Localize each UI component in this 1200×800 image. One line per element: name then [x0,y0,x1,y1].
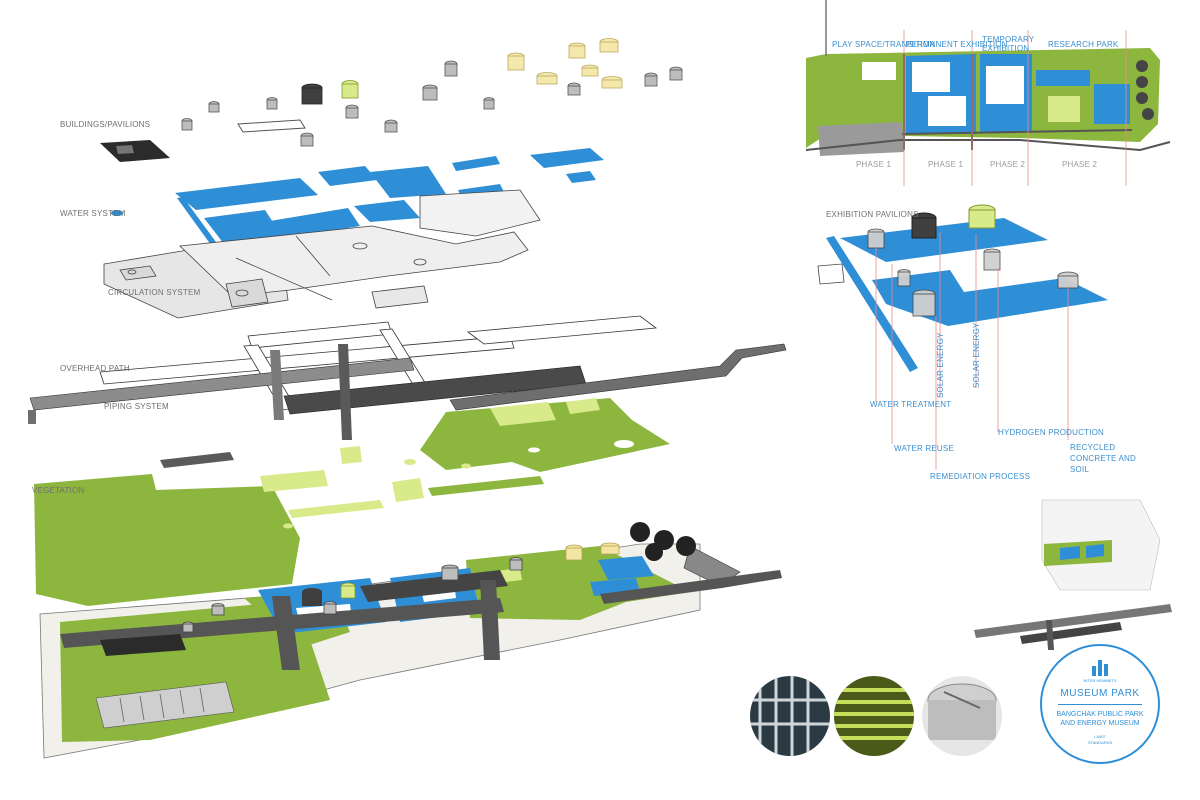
detail-photo-lime [834,676,914,756]
building-logo-icon [1092,660,1108,676]
pavilion-solar-energy-1: SOLAR ENERGY [936,332,945,398]
label-overhead: OVERHEAD PATH [60,364,130,373]
pavilion-hydrogen: HYDROGEN PRODUCTION [998,428,1105,437]
piping-thumbnail [974,604,1172,650]
site-plan [805,0,1171,186]
plan-phase-1b: PHASE 1 [928,160,964,169]
piping-layer [28,343,787,468]
badge-title: MUSEUM PARK [1060,688,1140,699]
pavilion-recycled: RECYCLED CONCRETE AND SOIL [1070,443,1136,474]
detail-photo-concrete [922,676,1002,756]
badge-meta: LA507 STANDARDS [1087,734,1113,745]
pavilion-water-treatment: WATER TREATMENT [870,400,952,409]
label-circulation: CIRCULATION SYSTEM [108,288,201,297]
location-map [1041,499,1161,591]
label-vegetation: VEGETATION [32,486,85,495]
plan-zone-play: PLAY SPACE/TRANSITION [832,40,936,49]
label-piping: PIPING SYSTEM [104,402,169,411]
plan-phase-2b: PHASE 2 [1062,160,1098,169]
plan-zone-temporary: TEMPORARY EXHIBITION [982,35,1035,53]
buildings-layer [100,38,683,162]
badge-divider [1058,704,1142,705]
pavilion-solar-energy-2: SOLAR ENERGY [972,322,981,388]
label-water: WATER SYSTEM [60,209,126,218]
badge-subtitle: BANGCHAK PUBLIC PARK AND ENERGY MUSEUM [1056,711,1144,727]
pavilions-title: EXHIBITION PAVILIONS [826,210,919,219]
vegetation-layer [34,398,670,606]
project-badge: INTER HEMMETS MUSEUM PARK BANGCHAK PUBLI… [1040,644,1160,764]
circulation-layer [103,189,541,319]
pavilions-diagram [817,204,1108,470]
detail-photo-glass [750,676,830,756]
pavilion-water-reuse: WATER REUSE [894,444,954,453]
plan-zone-permanent: PERMANENT EXHIBITION [906,40,1008,49]
plan-zone-research: RESEARCH PARK [1048,40,1119,49]
badge-logo-text: INTER HEMMETS [1083,678,1117,683]
base-site-model [39,522,782,759]
pavilion-remediation: REMEDIATION PROCESS [930,472,1031,481]
plan-phase-2a: PHASE 2 [990,160,1026,169]
plan-phase-1a: PHASE 1 [856,160,892,169]
label-buildings: BUILDINGS/PAVILIONS [60,120,151,129]
